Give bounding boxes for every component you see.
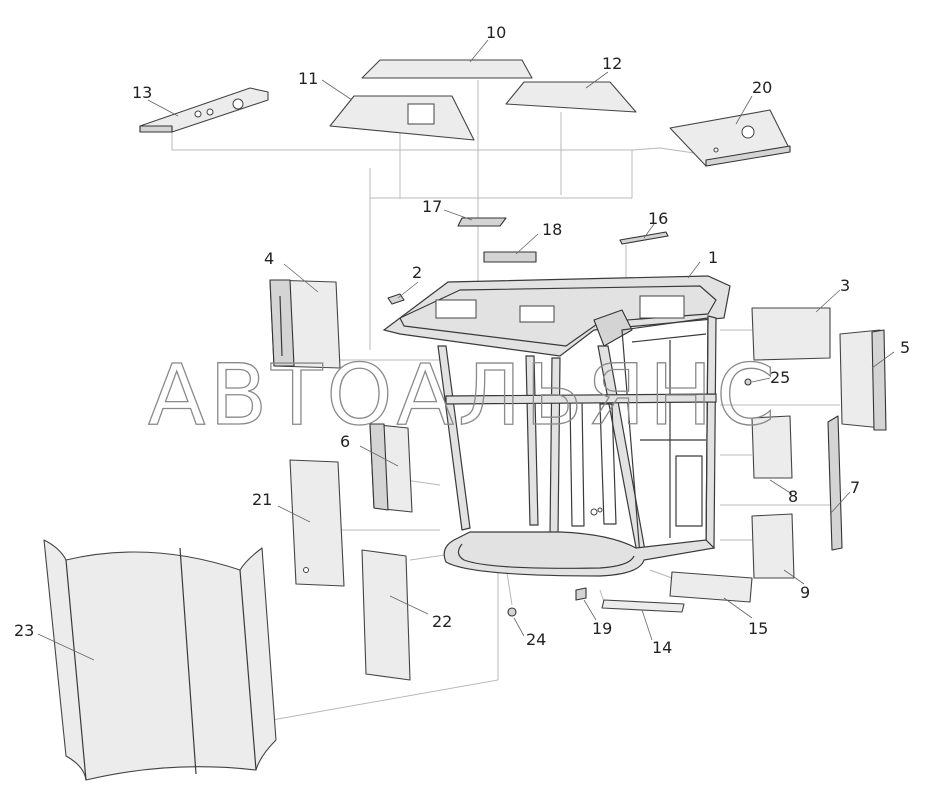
callout-25: 25: [770, 368, 790, 387]
callout-11: 11: [298, 69, 318, 88]
part-5-trim: [839, 329, 887, 431]
part-15-base-strip: [669, 571, 753, 603]
callout-12: 12: [602, 54, 622, 73]
part-10-roof-panel: [361, 59, 533, 79]
part-24-fastener: [507, 607, 517, 617]
part-1-cab-frame: [382, 275, 731, 577]
part-20-bracket: [669, 109, 791, 167]
watermark-text: АВТОАЛЬЯНС: [148, 346, 779, 444]
callout-1: 1: [708, 248, 718, 267]
callout-16: 16: [648, 209, 668, 228]
callout-23: 23: [14, 621, 34, 640]
callout-21: 21: [252, 490, 272, 509]
part-14-base-strip: [601, 599, 685, 613]
part-22-panel: [361, 549, 411, 681]
part-7-trim: [827, 415, 843, 551]
callout-4: 4: [264, 249, 274, 268]
part-21-panel: [289, 459, 345, 587]
part-25-fastener: [744, 378, 752, 386]
callout-17: 17: [422, 197, 442, 216]
callout-labels: 1 2 3 4 5 6 7 8 9 10 11 12 13 14 15 16 1…: [14, 23, 910, 657]
part-19-spring: [575, 587, 587, 601]
callout-22: 22: [432, 612, 452, 631]
part-23-curved-front-panel: [43, 539, 277, 781]
callout-15: 15: [748, 619, 768, 638]
part-9-panel: [751, 513, 795, 579]
callout-7: 7: [850, 478, 860, 497]
part-12-upper-side-panel: [505, 81, 637, 113]
callout-9: 9: [800, 583, 810, 602]
callout-19: 19: [592, 619, 612, 638]
callout-10: 10: [486, 23, 506, 42]
part-6-side-trim: [369, 423, 413, 513]
callout-13: 13: [132, 83, 152, 102]
callout-2: 2: [412, 263, 422, 282]
callout-20: 20: [752, 78, 772, 97]
part-18-cover-plate: [483, 251, 537, 263]
part-13-bracket: [139, 87, 269, 133]
assembly-guides: [171, 80, 840, 721]
leader-lines: [37, 39, 895, 661]
callout-18: 18: [542, 220, 562, 239]
part-4-side-trim: [269, 279, 341, 369]
part-11-front-upper-panel: [329, 95, 475, 141]
callout-3: 3: [840, 276, 850, 295]
callout-5: 5: [900, 338, 910, 357]
callout-24: 24: [526, 630, 546, 649]
part-17-seal-strip: [457, 217, 507, 227]
callout-6: 6: [340, 432, 350, 451]
part-3-glass-panel: [751, 307, 831, 361]
part-8-panel: [751, 415, 793, 479]
callout-14: 14: [652, 638, 672, 657]
callout-8: 8: [788, 487, 798, 506]
